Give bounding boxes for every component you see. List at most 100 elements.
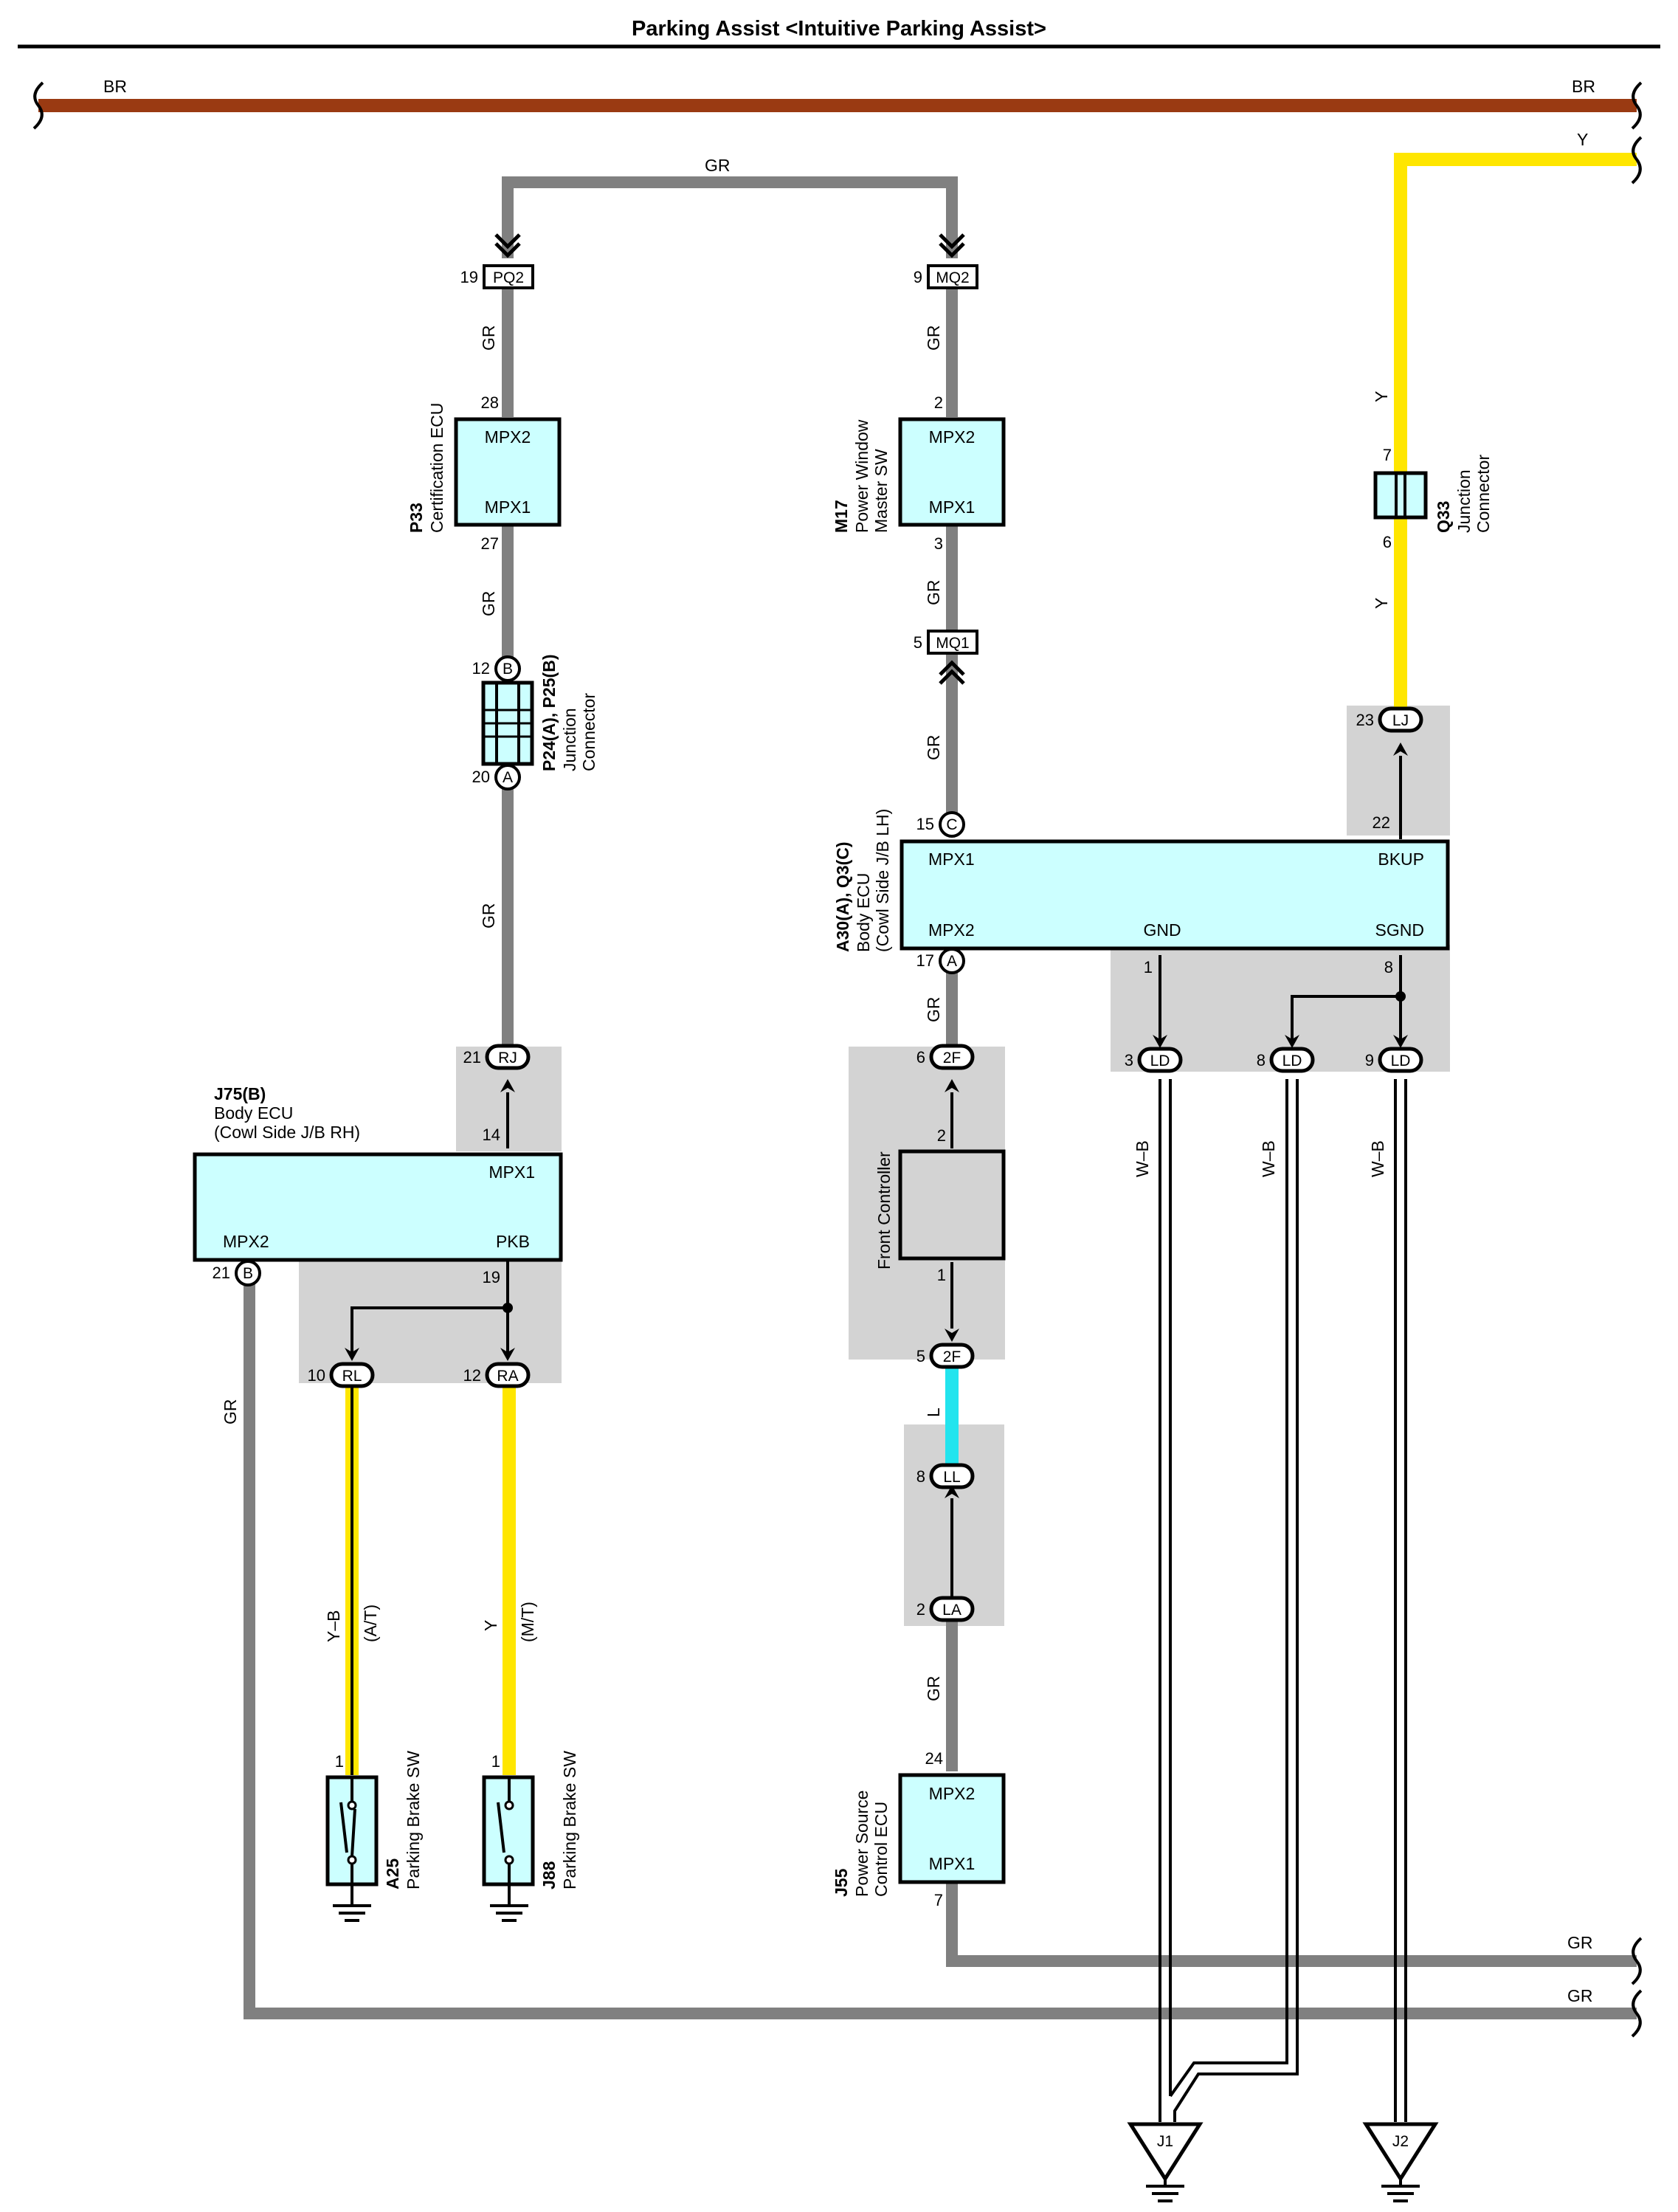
oval-connectors: [329, 706, 1423, 1622]
2f-bot-pin: 5: [916, 1347, 925, 1365]
l-label: L: [924, 1408, 943, 1417]
svg-text:2: 2: [937, 1126, 946, 1145]
br-label-right: BR: [1572, 77, 1595, 96]
ground-j2: J2: [1362, 2122, 1439, 2202]
wb-label-1: W–B: [1133, 1140, 1152, 1177]
wb-label-3: W–B: [1368, 1140, 1387, 1177]
svg-text:7: 7: [1383, 446, 1392, 464]
gr-label-9: GR: [221, 1399, 240, 1425]
rl-pin: 10: [308, 1366, 325, 1385]
gr-label-right2: GR: [1567, 1986, 1593, 2005]
svg-text:A: A: [503, 769, 513, 786]
la-pin: 2: [916, 1600, 925, 1619]
svg-text:M17: M17: [832, 500, 851, 533]
a25-parking-brake-sw: 1 A25 Parking Brake SW: [325, 1751, 423, 1922]
svg-text:Parking Brake SW: Parking Brake SW: [404, 1751, 423, 1889]
svg-text:21: 21: [213, 1264, 230, 1282]
svg-text:Connector: Connector: [579, 693, 598, 771]
diagram-title: Parking Assist <Intuitive Parking Assist…: [632, 17, 1046, 41]
ld2-pin: 8: [1257, 1051, 1266, 1069]
ra-label: RA: [497, 1368, 518, 1385]
rj-label: RJ: [498, 1050, 517, 1067]
ld3-pin: 9: [1365, 1051, 1374, 1069]
svg-text:Certification ECU: Certification ECU: [427, 403, 446, 533]
gr-label-8: GR: [924, 1676, 943, 1702]
svg-text:B: B: [243, 1265, 253, 1282]
svg-text:P24(A), P25(B): P24(A), P25(B): [539, 655, 559, 771]
svg-text:3: 3: [934, 534, 943, 553]
wb-wires: [1159, 1079, 1407, 2122]
svg-text:Control ECU: Control ECU: [871, 1802, 891, 1897]
p24-p25-junction-connector: B A 12 20 P24(A), P25(B) Junction Connec…: [472, 655, 598, 790]
svg-text:1: 1: [335, 1752, 344, 1771]
j75-body-ecu-rh: MPX1 MPX2 PKB 14 19 B 21 J75(B) Body ECU…: [193, 1084, 563, 1286]
ra-pin: 12: [463, 1366, 481, 1385]
gr-label-7: GR: [924, 997, 943, 1023]
at-label: (A/T): [361, 1605, 380, 1642]
svg-text:15: 15: [916, 815, 934, 833]
svg-text:MQ1: MQ1: [936, 635, 970, 652]
svg-text:J75(B): J75(B): [214, 1084, 266, 1103]
svg-text:2: 2: [934, 393, 943, 412]
svg-text:22: 22: [1373, 813, 1390, 832]
svg-text:MPX1: MPX1: [928, 850, 975, 869]
svg-text:19: 19: [460, 268, 478, 286]
svg-text:MPX2: MPX2: [485, 427, 531, 447]
svg-text:Body ECU: Body ECU: [214, 1103, 293, 1123]
svg-text:A30(A), Q3(C): A30(A), Q3(C): [833, 841, 852, 952]
ld3-label: LD: [1391, 1052, 1411, 1069]
svg-text:SGND: SGND: [1375, 920, 1424, 940]
q33-junction-connector: 7 6 Q33 Junction Connector: [1373, 446, 1493, 551]
svg-text:7: 7: [934, 1891, 943, 1909]
m17-power-window-master-sw: MPX2 MPX1 2 3 M17 Power Window Master SW: [832, 393, 1006, 553]
svg-text:MPX1: MPX1: [485, 497, 531, 517]
svg-text:A25: A25: [383, 1858, 402, 1889]
ld1-pin: 3: [1125, 1051, 1133, 1069]
mt-label: (M/T): [518, 1602, 537, 1642]
svg-text:20: 20: [472, 768, 490, 786]
gr-label-1: GR: [479, 325, 498, 351]
gr-label-5: GR: [924, 580, 943, 606]
svg-text:MPX2: MPX2: [929, 427, 976, 447]
p33-certification-ecu: MPX2 MPX1 28 27 P33 Certification ECU: [407, 393, 562, 553]
internal-wiring: [351, 756, 1402, 1598]
svg-text:MPX1: MPX1: [488, 1162, 535, 1182]
connector-pq2: PQ2 19: [460, 264, 534, 289]
j88-parking-brake-sw: 1 J88 Parking Brake SW: [482, 1751, 579, 1922]
gr-label-3: GR: [479, 903, 498, 929]
front-controller: 2 1 Front Controller: [874, 1126, 1006, 1284]
svg-text:Connector: Connector: [1474, 455, 1493, 533]
svg-text:1: 1: [1144, 958, 1153, 976]
y-label-1: Y: [1372, 391, 1391, 402]
ld2-label: LD: [1282, 1052, 1302, 1069]
svg-text:Front Controller: Front Controller: [874, 1151, 894, 1269]
svg-text:MQ2: MQ2: [936, 269, 970, 286]
svg-text:(Cowl Side J/B LH): (Cowl Side J/B LH): [873, 809, 892, 952]
svg-text:C: C: [946, 816, 957, 833]
lj-label: LJ: [1392, 712, 1409, 729]
svg-text:PQ2: PQ2: [493, 269, 524, 286]
svg-text:J2: J2: [1392, 2133, 1409, 2150]
svg-text:PKB: PKB: [496, 1232, 530, 1251]
svg-text:Parking Brake SW: Parking Brake SW: [560, 1751, 579, 1889]
la-label: LA: [942, 1602, 961, 1619]
svg-text:Junction: Junction: [560, 708, 579, 771]
svg-text:(Cowl Side J/B RH): (Cowl Side J/B RH): [214, 1123, 360, 1142]
svg-text:J55: J55: [832, 1868, 851, 1897]
wire-labels: BR BR Y GR GR GR GR GR GR GR GR GR GR GR…: [103, 77, 1595, 2005]
rj-pin: 21: [463, 1048, 481, 1067]
connector-chevrons: [494, 233, 965, 685]
svg-text:B: B: [503, 661, 513, 678]
svg-text:24: 24: [925, 1749, 943, 1768]
gr-label-top: GR: [705, 156, 731, 175]
ll-label: LL: [943, 1469, 960, 1486]
gr-label-2: GR: [479, 591, 498, 617]
y-wires: [503, 153, 1637, 1775]
svg-text:Body ECU: Body ECU: [854, 873, 873, 952]
rl-label: RL: [342, 1368, 362, 1385]
y-label-2: Y: [1372, 598, 1391, 609]
oval-connector-labels: RJ 21 LJ 23 2F 6 2F 5 LL 8 LA 2 RL 10 RA…: [308, 711, 1411, 1619]
svg-text:MPX2: MPX2: [928, 920, 975, 940]
svg-text:A: A: [947, 953, 957, 970]
